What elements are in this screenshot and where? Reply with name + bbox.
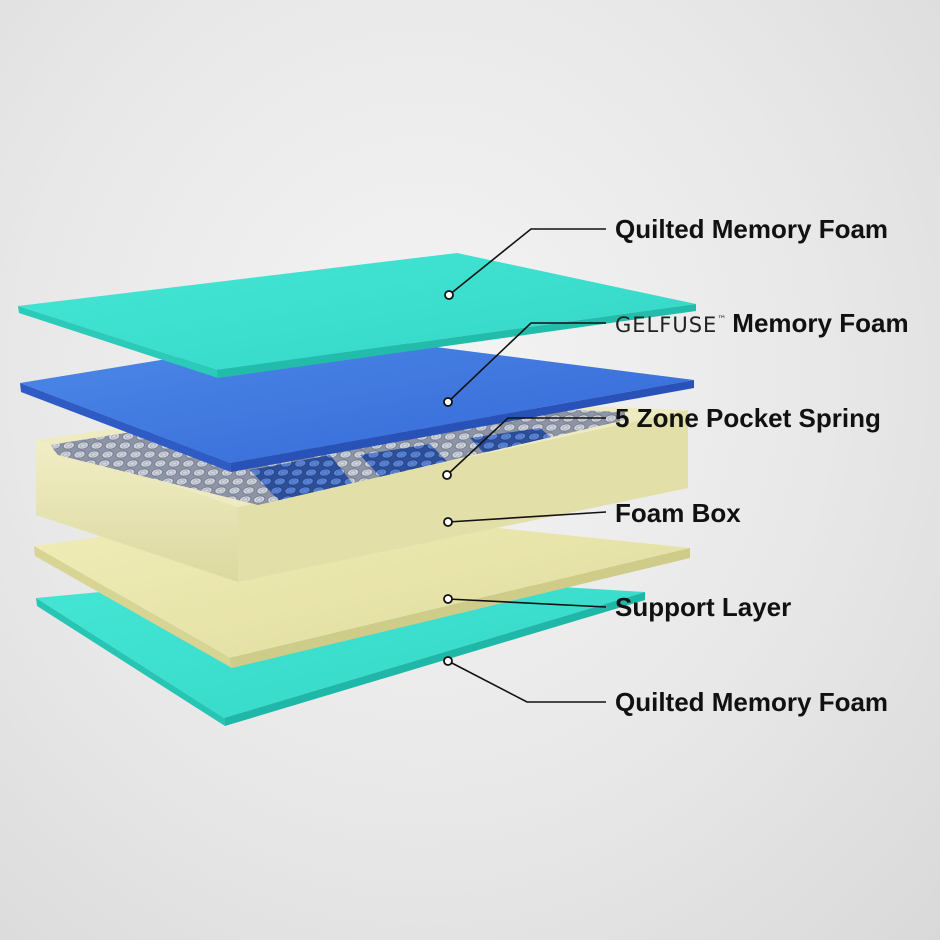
marker-dot-foam-box	[443, 517, 453, 527]
marker-dots	[442, 290, 454, 666]
gelfuse-brand: GELFUSE	[615, 313, 717, 337]
label-top-foam: Quilted Memory Foam	[615, 214, 888, 244]
marker-dot-gelfuse	[443, 397, 453, 407]
label-gelfuse: GELFUSE™ Memory Foam	[615, 308, 909, 338]
leader-lines	[446, 228, 607, 703]
label-pocket-spring: 5 Zone Pocket Spring	[615, 403, 881, 433]
leader-line-bottom-foam	[447, 660, 606, 703]
leader-line-gelfuse	[447, 322, 606, 403]
label-support-layer: Support Layer	[615, 592, 791, 622]
leader-line-support	[447, 598, 607, 608]
marker-dot-top-foam	[444, 290, 454, 300]
gelfuse-trademark: ™	[717, 315, 726, 325]
leader-line-foam-box	[447, 511, 607, 523]
gelfuse-label: Memory Foam	[732, 308, 908, 338]
marker-dot-support	[443, 594, 453, 604]
marker-dot-spring	[442, 470, 452, 480]
leader-line-spring	[446, 417, 606, 476]
marker-dot-bottom-foam	[443, 656, 453, 666]
leader-line-top-foam	[448, 228, 606, 296]
label-foam-box: Foam Box	[615, 498, 741, 528]
label-bottom-foam: Quilted Memory Foam	[615, 687, 888, 717]
